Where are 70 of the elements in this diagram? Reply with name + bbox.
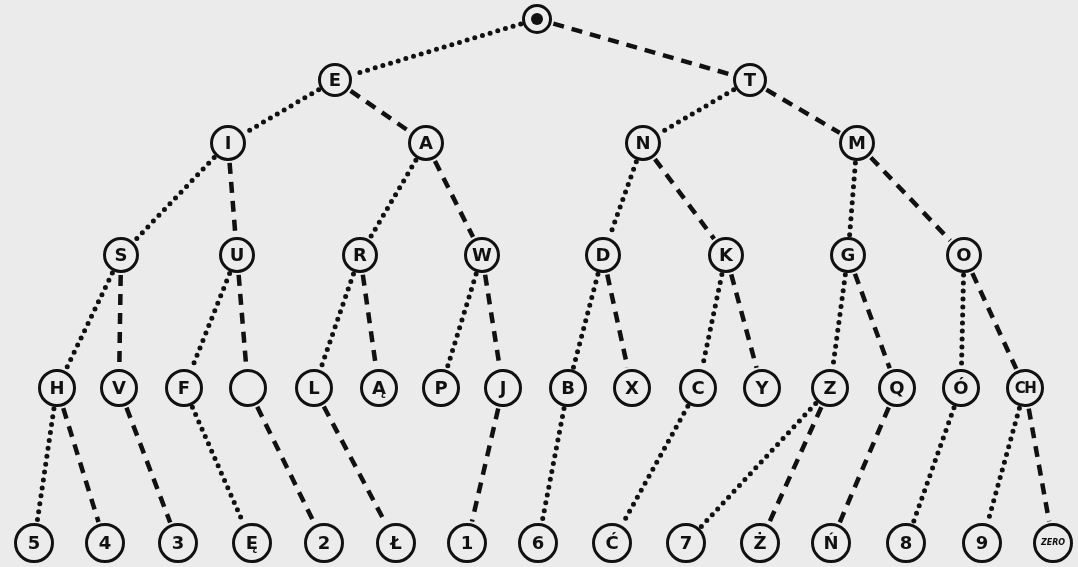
node-letter: I — [224, 134, 232, 152]
dashed-line — [767, 406, 824, 524]
node-letter: Z — [823, 379, 837, 397]
node-letter: Ó — [953, 379, 969, 397]
node-letter: 7 — [679, 534, 693, 552]
node-letter: G — [840, 246, 856, 264]
dotted-line — [63, 270, 115, 372]
dotted-line — [570, 271, 601, 371]
dotted-line — [367, 157, 419, 241]
node-letter: CH — [1014, 380, 1036, 396]
dashed-line — [1026, 408, 1052, 522]
node-letter: D — [595, 246, 611, 264]
node-letter: E — [328, 71, 342, 89]
dashed-line — [869, 155, 952, 243]
dotted-line — [444, 271, 479, 371]
empty-circle — [229, 369, 267, 407]
node-letter: B — [561, 379, 575, 397]
node-letter: R — [353, 246, 367, 264]
dashed-line — [61, 407, 101, 523]
dotted-line — [910, 405, 957, 525]
node-letter: A — [419, 134, 433, 152]
dashed-line — [653, 157, 716, 241]
node-letter: W — [472, 246, 492, 264]
node-letter: H — [49, 379, 65, 397]
node-letter: Q — [889, 379, 905, 397]
node-letter: 2 — [317, 534, 331, 552]
root-dot-circle — [522, 4, 552, 34]
node-letter: N — [635, 134, 651, 152]
dashed-line — [432, 159, 476, 239]
node-letter: J — [499, 379, 507, 397]
node-letter: Ą — [372, 379, 386, 397]
node-letter: ZERO — [1040, 539, 1066, 547]
node-letter: M — [848, 134, 866, 152]
node-letter: 8 — [899, 534, 913, 552]
node-letter: 4 — [98, 534, 112, 552]
node-letter: U — [229, 246, 245, 264]
dotted-line — [34, 406, 57, 524]
dashed-line — [729, 273, 759, 369]
dashed-line — [852, 273, 892, 370]
dotted-line — [847, 160, 858, 238]
node-letter: S — [114, 246, 128, 264]
dashed-line — [124, 406, 173, 524]
node-letter: L — [308, 379, 320, 397]
node-letter: O — [956, 246, 972, 264]
node-letter: 5 — [27, 534, 41, 552]
dotted-line — [132, 154, 217, 244]
node-letter: 6 — [531, 534, 545, 552]
dotted-line — [539, 406, 567, 524]
dashed-line — [837, 406, 891, 524]
dotted-line — [698, 400, 819, 530]
dashed-line — [970, 272, 1019, 370]
node-letter: C — [691, 379, 705, 397]
dashed-line — [765, 87, 841, 135]
node-letter: P — [434, 379, 448, 397]
node-letter: Ł — [390, 534, 402, 552]
node-letter: 1 — [460, 534, 474, 552]
node-letter: Y — [755, 379, 769, 397]
node-letter: Ę — [245, 534, 259, 552]
node-letter: 9 — [975, 534, 989, 552]
node-letter: Ż — [753, 534, 767, 552]
dashed-line — [349, 88, 411, 134]
node-letter: Ń — [823, 534, 839, 552]
node-letter: 3 — [171, 534, 185, 552]
node-letter: Ć — [605, 534, 619, 552]
dashed-line — [469, 407, 501, 523]
node-letter: T — [743, 71, 757, 89]
node-letter: F — [177, 379, 191, 397]
node-letter: V — [112, 379, 126, 397]
node-letter: X — [625, 379, 639, 397]
node-letter: K — [719, 246, 733, 264]
